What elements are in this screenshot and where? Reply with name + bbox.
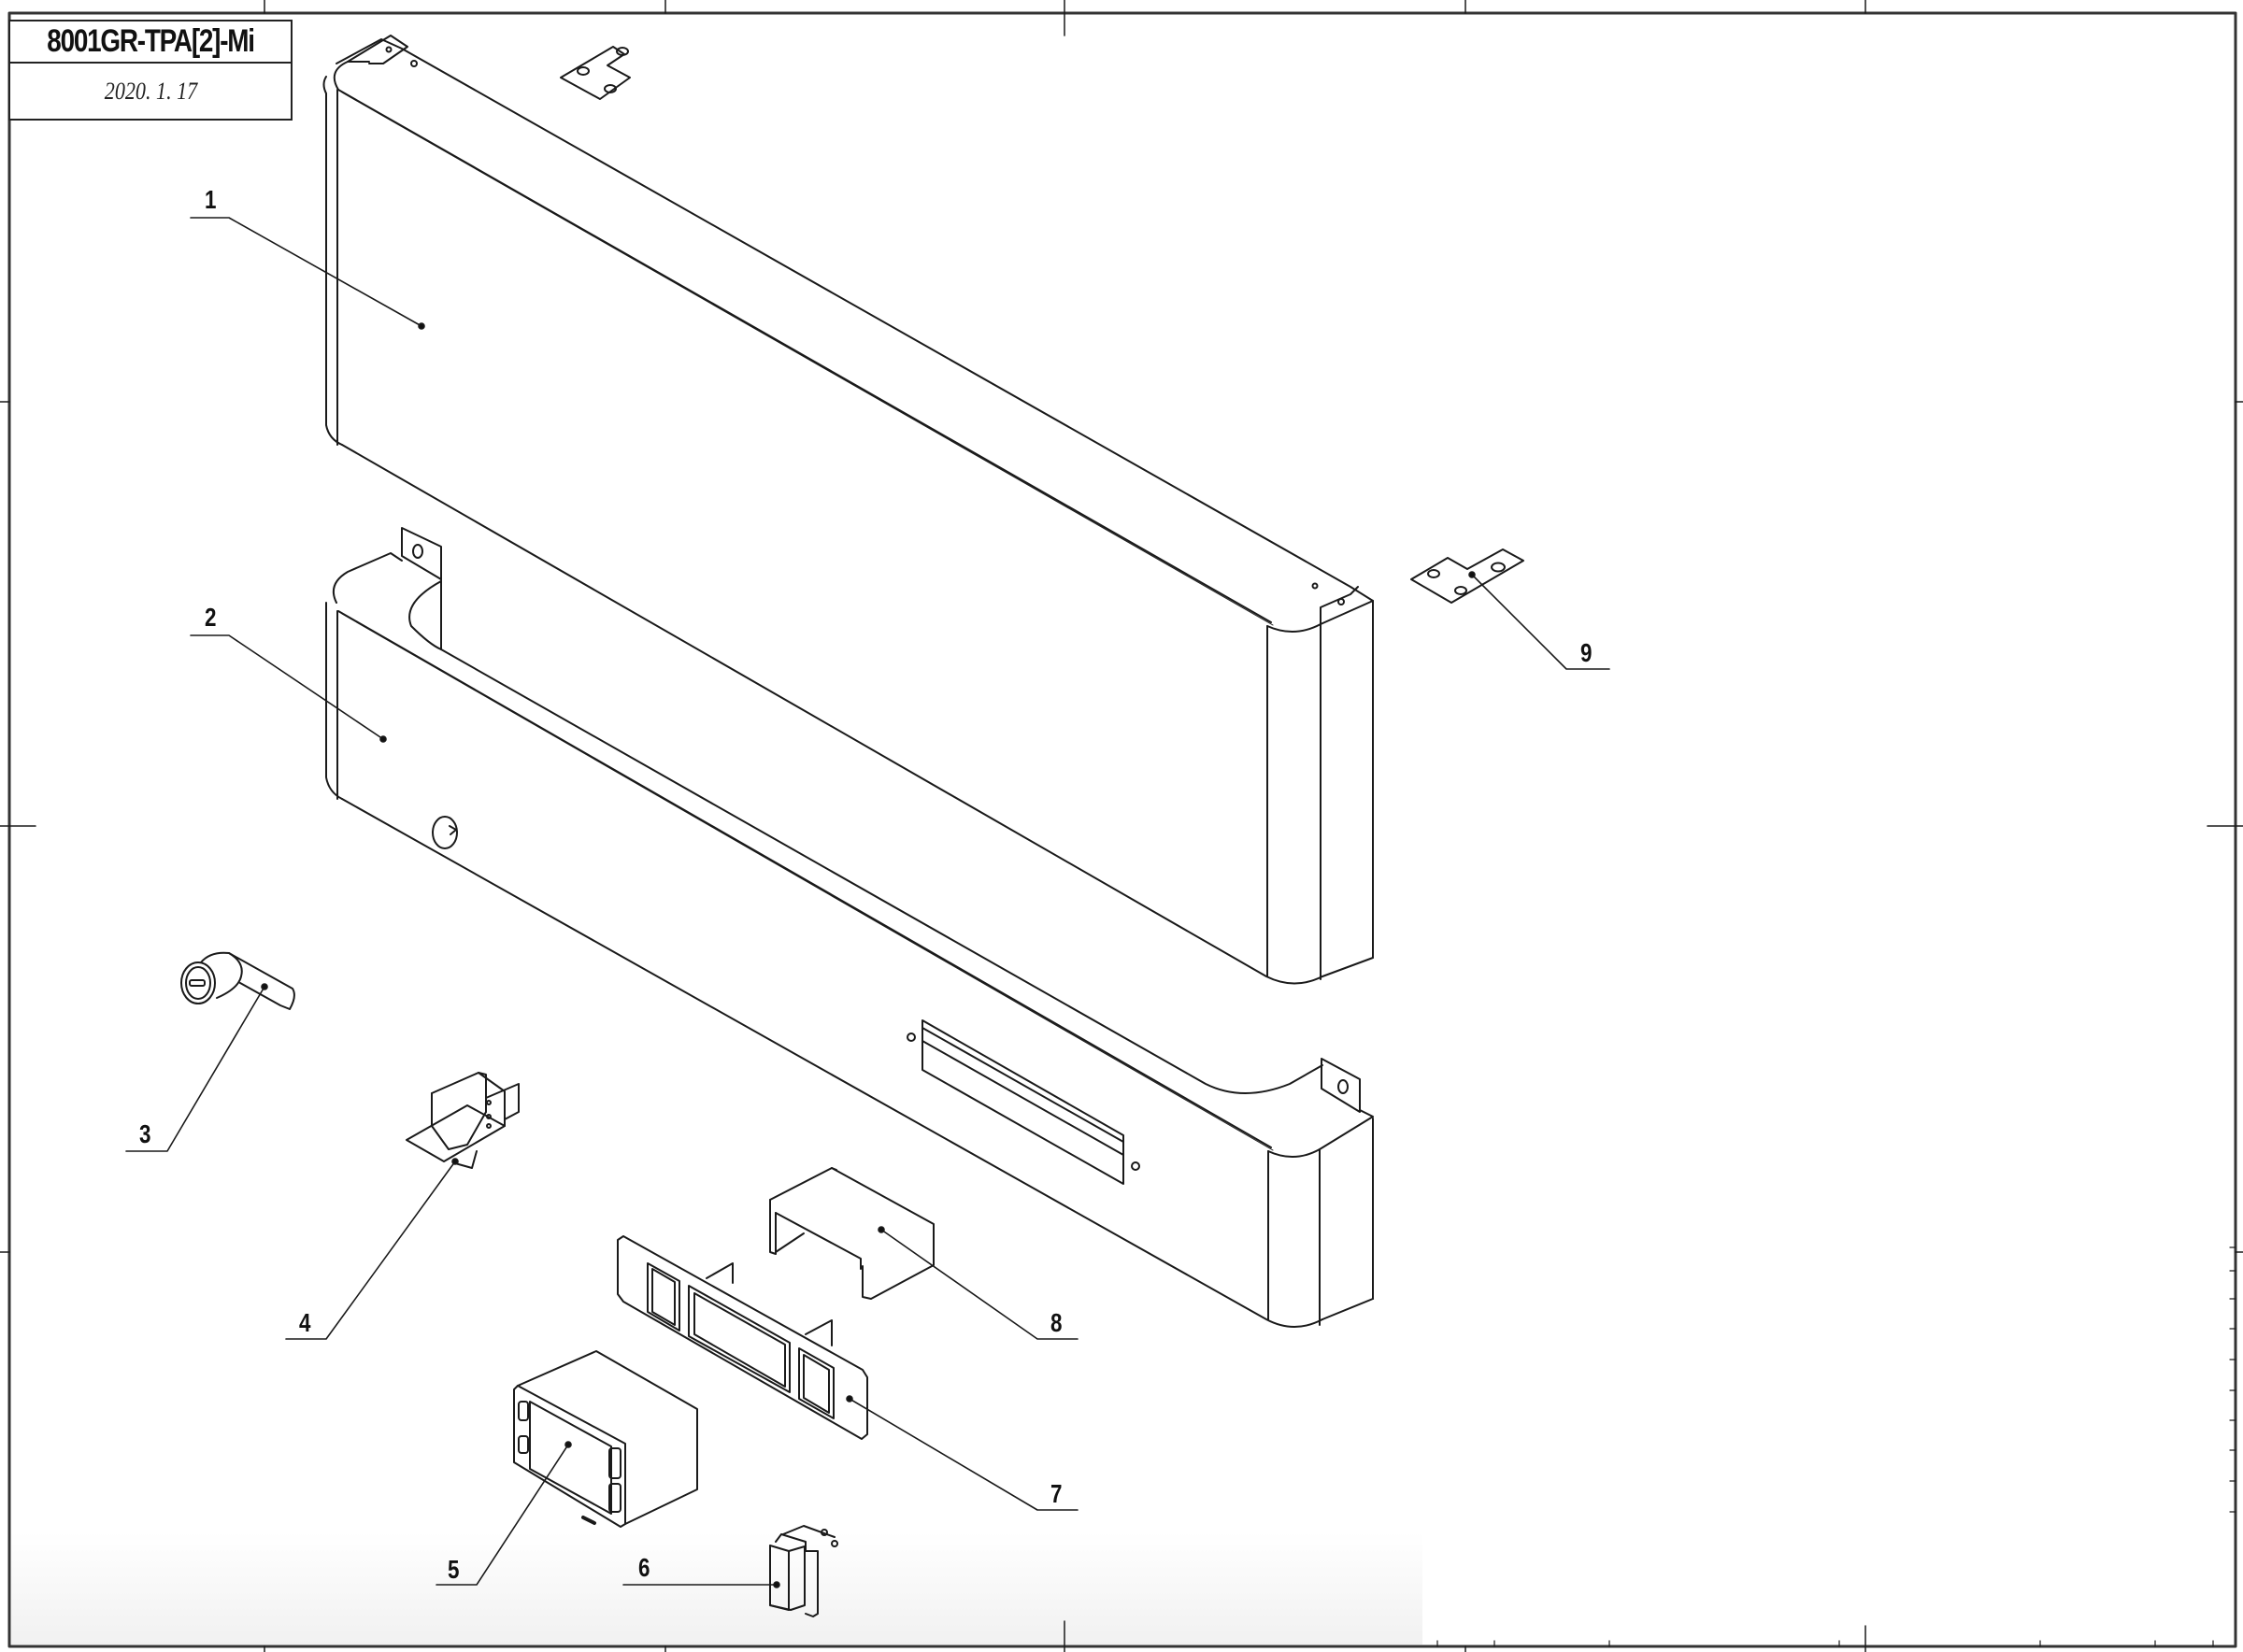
part-2-lower-panel	[325, 527, 1374, 1328]
leader-lines	[125, 217, 1610, 1588]
part-7-bezel-frame	[617, 1235, 868, 1440]
callout-3: 3	[139, 1119, 151, 1148]
callout-4: 4	[299, 1308, 311, 1337]
callout-9: 9	[1580, 638, 1593, 667]
callout-5: 5	[448, 1555, 460, 1584]
callout-6: 6	[638, 1553, 650, 1582]
part-5-digital-controller	[513, 1350, 698, 1528]
part-4-lamp-holder	[406, 1072, 520, 1169]
part-9-bracket-right	[1410, 548, 1524, 604]
drawing-number-row: 8001GR-TPA[2]-Mi	[10, 21, 291, 64]
part-3-cam-lock	[180, 951, 295, 1010]
title-block: 8001GR-TPA[2]-Mi 2020. 1. 17	[8, 20, 293, 121]
callout-1: 1	[205, 185, 217, 214]
callout-2: 2	[205, 603, 217, 632]
callout-8: 8	[1050, 1308, 1063, 1337]
drawing-number: 8001GR-TPA[2]-Mi	[47, 23, 255, 59]
part-8-mounting-box	[769, 1167, 935, 1300]
date-row: 2020. 1. 17	[10, 64, 291, 120]
drawing-date: 2020. 1. 17	[104, 78, 197, 105]
part-6-rocker-switch	[769, 1525, 838, 1617]
callout-7: 7	[1050, 1479, 1063, 1508]
part-9-bracket-top	[560, 46, 631, 100]
part-1-upper-cover-panel	[322, 35, 1374, 985]
